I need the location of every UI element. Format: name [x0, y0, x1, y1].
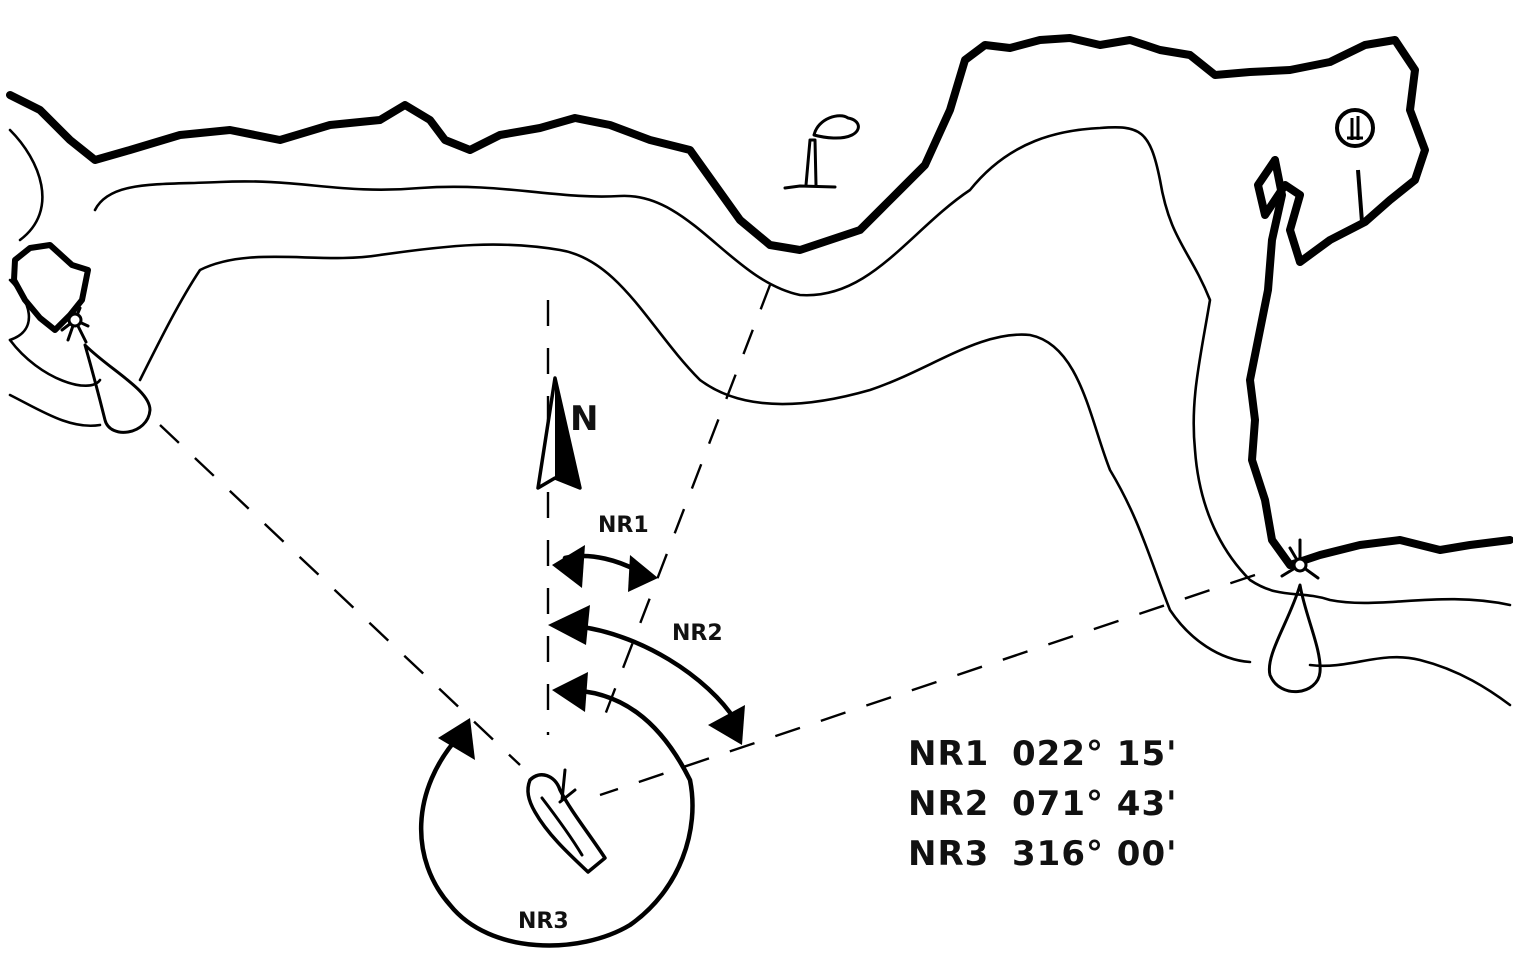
bearing-name-2: NR2: [908, 784, 989, 824]
factory-chimney-icon: [783, 114, 860, 190]
tower-icon: [1335, 108, 1375, 223]
lighthouse-east-icon: [1267, 538, 1322, 693]
bearing-line-nr1: [603, 284, 772, 716]
north-coastline: [6, 34, 1429, 266]
bearing-line-nr2: [599, 573, 1256, 797]
arc-nr2-lower: [418, 672, 695, 948]
arc-nr2: [548, 605, 745, 745]
bearing-line-nr3: [159, 424, 521, 766]
north-arrow-icon: [536, 376, 582, 490]
depth-contour-deep: [8, 243, 1512, 707]
bearing-name-1: NR1: [908, 734, 989, 774]
bearing-table: NR1 022° 15' NR2 071° 43' NR3 316° 00': [908, 734, 1178, 874]
bearing-value-1: 022° 15': [1012, 734, 1178, 774]
nr1-label: NR1: [598, 513, 649, 538]
arc-nr1: [552, 545, 658, 592]
bearing-name-3: NR3: [908, 834, 989, 874]
lighthouse-icon: [60, 306, 152, 434]
east-coastline: [1246, 156, 1513, 569]
nr2-label: NR2: [672, 621, 723, 646]
depth-contour-shallow: [8, 126, 1512, 607]
northwest-island: [11, 242, 91, 333]
nr3-label: NR3: [518, 909, 569, 934]
bearing-value-3: 316° 00': [1012, 834, 1178, 874]
north-label: N: [570, 399, 598, 439]
bearing-value-2: 071° 43': [1012, 784, 1178, 824]
boat-icon: [526, 768, 607, 874]
